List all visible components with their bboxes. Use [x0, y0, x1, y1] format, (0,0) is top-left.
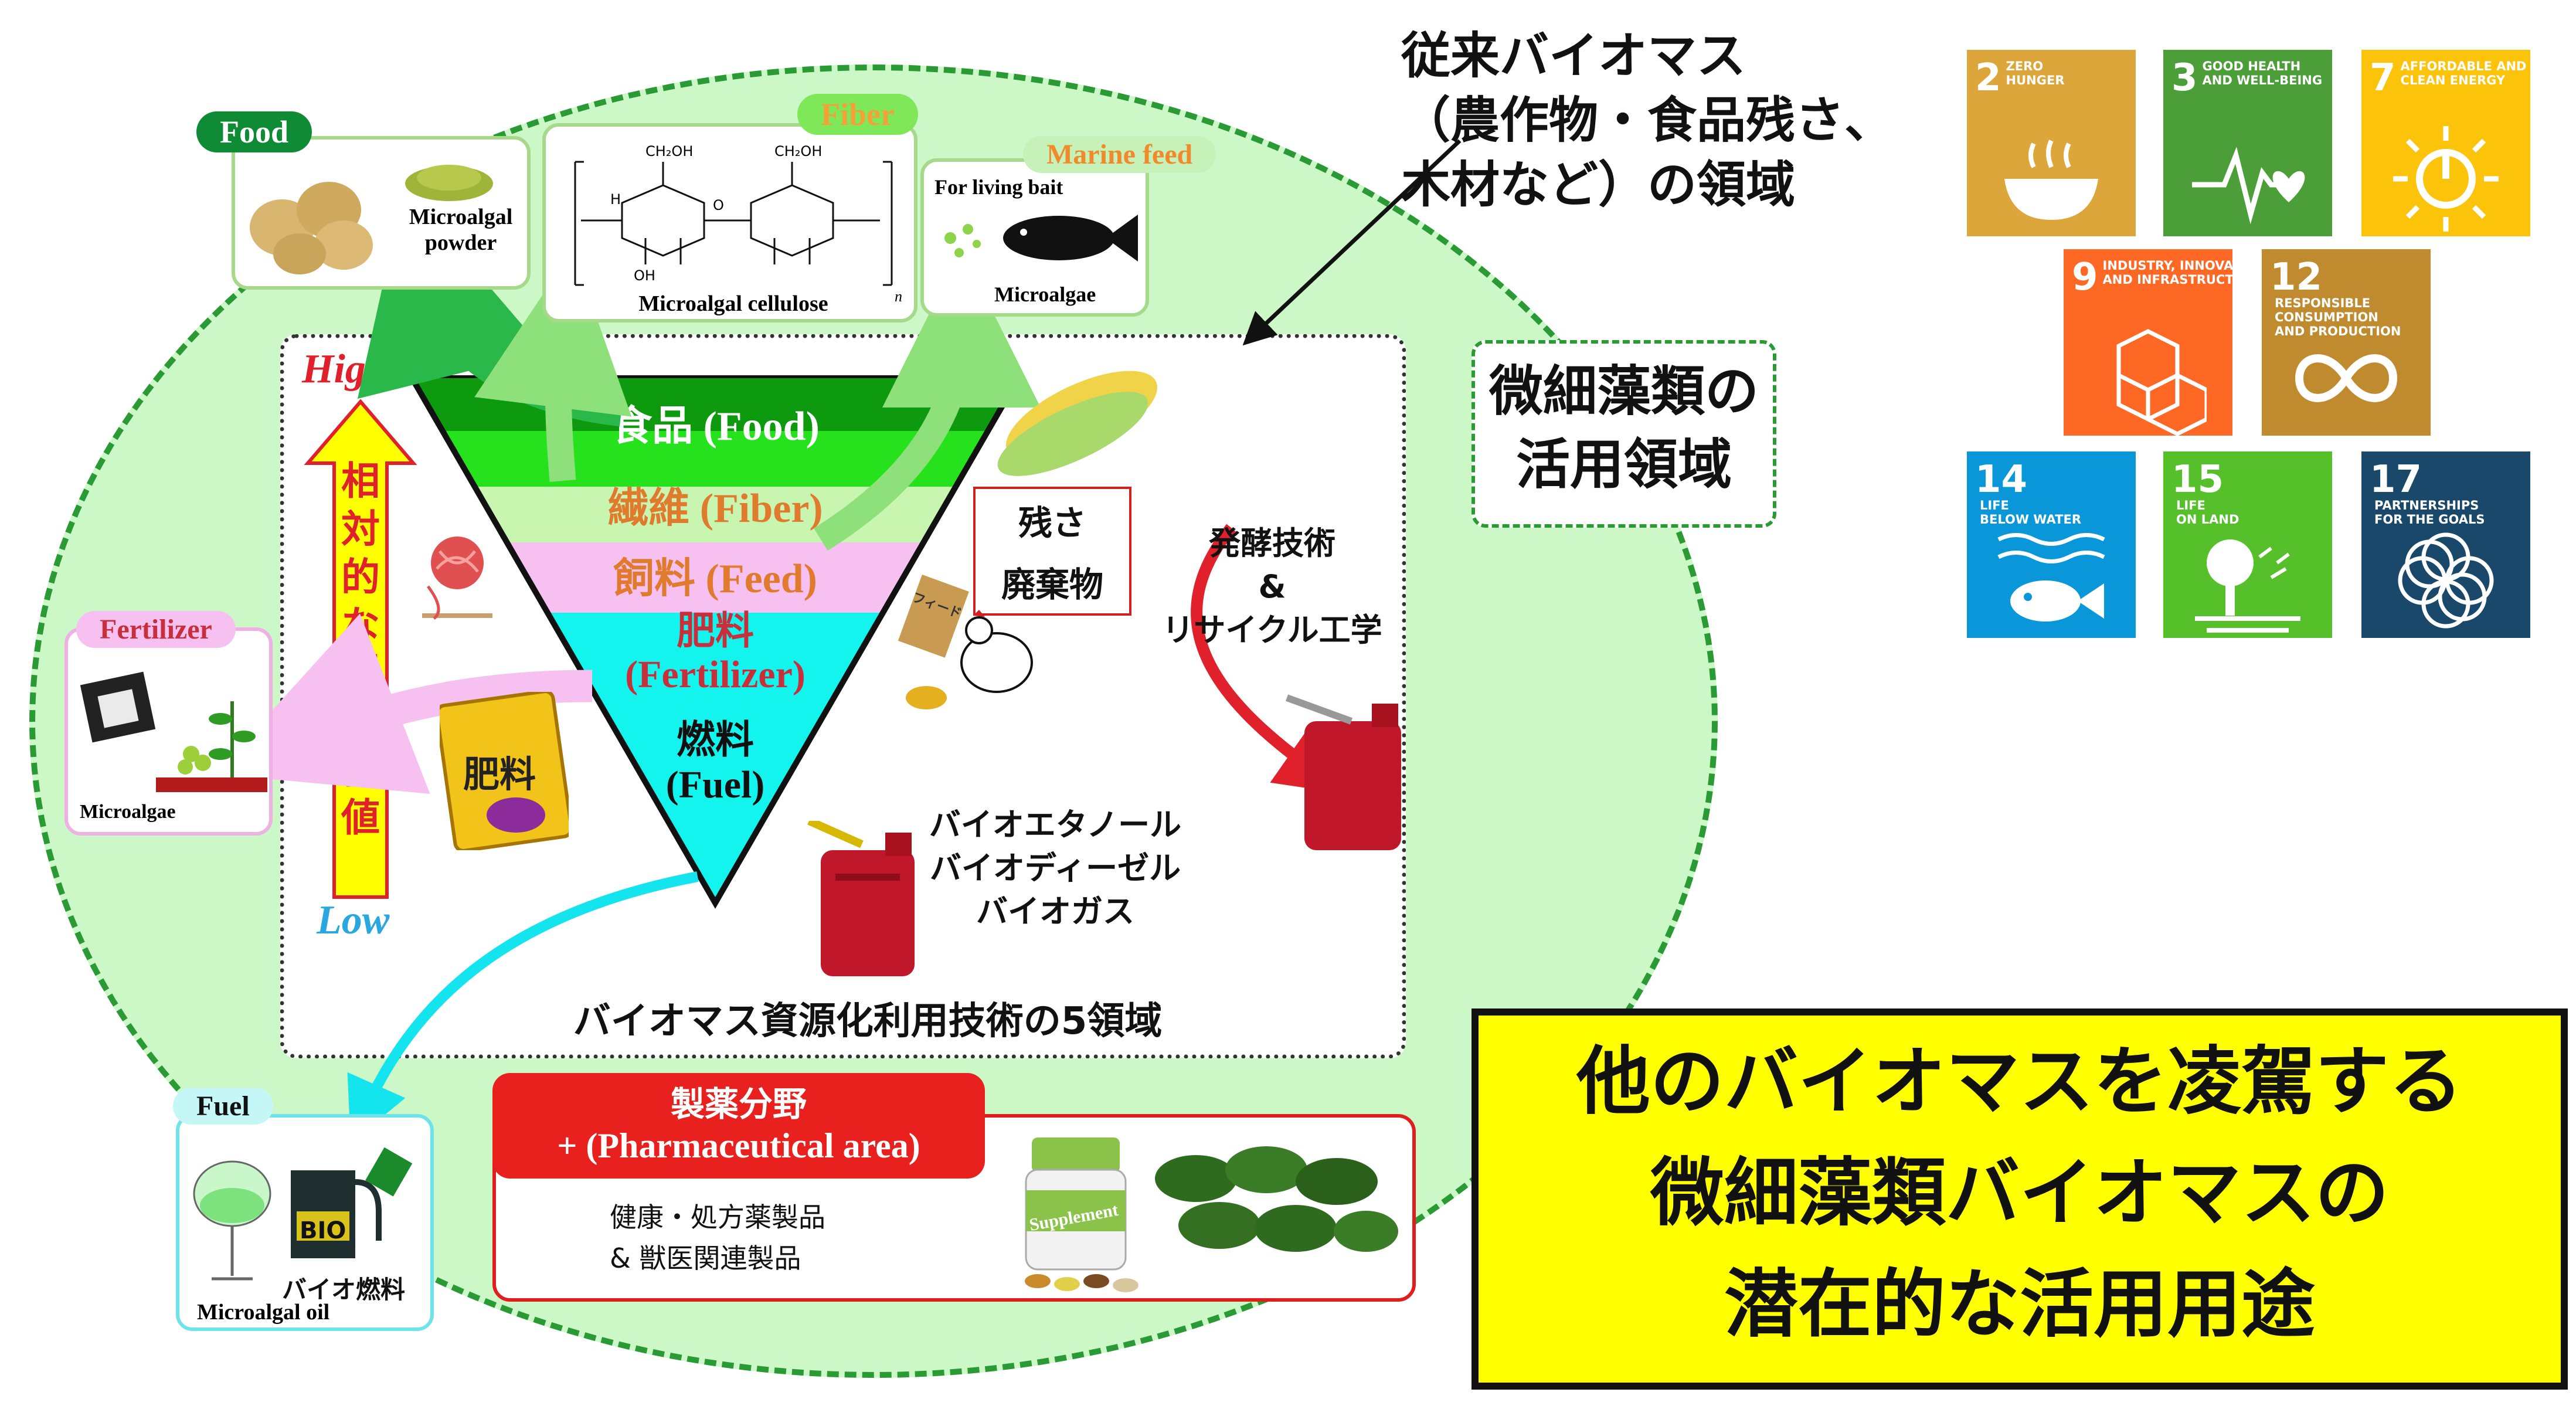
fiber-tag: Fiber — [797, 94, 918, 135]
n-label: n — [895, 288, 902, 305]
bait-label: For living bait — [934, 175, 1063, 199]
marine-caption: Microalgae — [994, 282, 1096, 307]
fertilizer-box: Microalgae — [64, 627, 273, 836]
food-box: Microalgal powder — [232, 136, 531, 290]
bio-label: BIO — [300, 1217, 346, 1244]
sdg-title: INDUSTRY, INNOVATION AND INFRASTRUCTURE — [2103, 259, 2214, 287]
fiber-caption: Microalgal cellulose — [581, 291, 886, 317]
bowl-icon — [1993, 120, 2110, 237]
pharma-header: 製薬分野 + (Pharmaceutical area) — [492, 1073, 985, 1179]
fuel-caption: Microalgal oil — [197, 1299, 329, 1325]
corn-icon — [985, 346, 1178, 487]
plant-soil-icon — [80, 666, 267, 795]
flower-icon — [2387, 522, 2504, 639]
food-tag: Food — [196, 111, 312, 152]
sdg-number: 2 — [1975, 59, 2001, 97]
fuel-tag: Fuel — [173, 1088, 273, 1125]
marine-feed-tag: Marine feed — [1023, 136, 1216, 173]
conclusion-text: 他のバイオマスを凌駕する 微細藻類バイオマスの 潜在的な活用用途 — [1471, 1026, 2568, 1360]
sdg-number: 3 — [2171, 59, 2198, 97]
sdg-number: 14 — [1975, 461, 2027, 498]
sdg-tile-14: 14LIFE BELOW WATER — [1967, 451, 2136, 638]
conventional-biomass-label: 従来バイオマス （農作物・食品残さ、 木材など）の領域 — [1401, 23, 1964, 217]
tree-icon — [2189, 522, 2306, 639]
gas-can-icon-right — [1269, 686, 1433, 862]
ch2oh-label-1: CH₂OH — [645, 143, 693, 159]
powder-icon — [399, 151, 499, 204]
sdg-tile-15: 15LIFE ON LAND — [2163, 451, 2332, 638]
pharma-line-2: & 獣医関連製品 — [610, 1237, 801, 1276]
sdg-number: 9 — [2072, 259, 2098, 296]
fermentation-label: 発酵技術 & リサイクル工学 — [1149, 522, 1395, 652]
sdg-number: 12 — [2270, 259, 2322, 296]
fiber-arrow — [559, 328, 563, 481]
sdg-number: 7 — [2370, 59, 2396, 97]
feed-arrow — [821, 328, 961, 539]
infinity-icon — [2288, 320, 2405, 437]
oh-label: OH — [634, 267, 655, 284]
pharma-title: 製薬分野 — [492, 1077, 985, 1126]
sdg-tile-12: 12RESPONSIBLE CONSUMPTION AND PRODUCTION — [2262, 249, 2431, 436]
sdg-number: 15 — [2171, 461, 2224, 498]
biofuel-list: バイオエタノール バイオディーゼル バイオガス — [874, 803, 1237, 933]
fertilizer-tag: Fertilizer — [76, 611, 236, 648]
sdg-title: GOOD HEALTH AND WELL-BEING — [2203, 59, 2314, 87]
microalgae-area-label: 微細藻類の 活用領域 — [1471, 355, 1776, 501]
o-label: O — [713, 197, 724, 213]
yarn-icon — [410, 528, 510, 622]
sdg-title: AFFORDABLE AND CLEAN ENERGY — [2401, 59, 2512, 87]
sdg-tile-17: 17PARTNERSHIPS FOR THE GOALS — [2361, 451, 2530, 638]
sdg-number: 17 — [2370, 461, 2422, 498]
fertilizer-bag-label: 肥料 — [463, 745, 536, 797]
cubes-icon — [2089, 320, 2207, 437]
fuel-box: BIO バイオ燃料 Microalgal oil — [176, 1114, 434, 1331]
fish-icon — [936, 203, 1141, 279]
pharma-line-1: 健康・処方薬製品 — [610, 1196, 825, 1235]
ch2oh-label-2: CH₂OH — [774, 143, 822, 159]
sdg-title: ZERO HUNGER — [2006, 59, 2118, 87]
power-sun-icon — [2387, 120, 2504, 237]
cellulose-structure-icon — [558, 138, 909, 291]
fish-icon — [1993, 522, 2110, 639]
fertilizer-caption: Microalgae — [80, 801, 176, 823]
fiber-box: CH₂OH CH₂OH OH H O n Microalgal cellulos… — [542, 123, 917, 322]
heartbeat-icon — [2189, 120, 2306, 237]
h-label: H — [610, 191, 621, 208]
food-caption: Microalgal powder — [393, 204, 528, 256]
marine-feed-box: For living bait Microalgae — [920, 158, 1149, 317]
cookie-icon — [247, 163, 382, 274]
pharma-subtitle: + (Pharmaceutical area) — [492, 1126, 985, 1166]
